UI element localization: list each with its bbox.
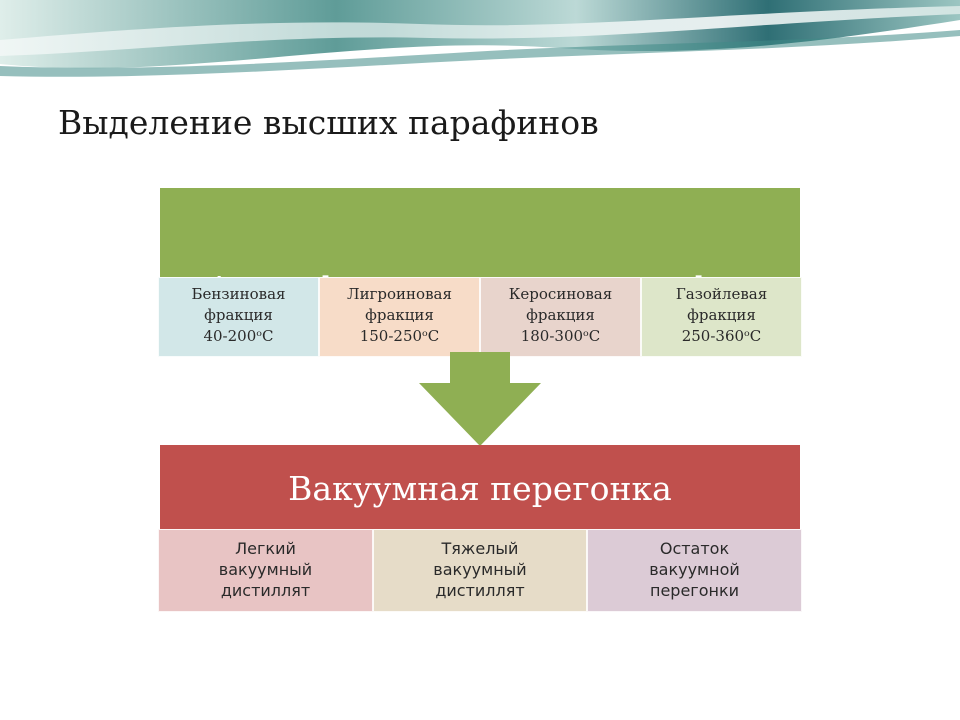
fraction-range: 250-360ᵒС [681, 327, 762, 345]
product-line: вакуумной [649, 560, 740, 579]
vacuum-distillation-label: Вакуумная перегонка [288, 469, 672, 508]
fraction-cell-ligroin: Лигроиновая фракция 150-250ᵒС [319, 277, 480, 357]
vacuum-distillation-box: Вакуумная перегонка [160, 445, 800, 533]
down-arrow-icon [419, 352, 541, 446]
vacuum-product-row: Легкий вакуумный дистиллят Тяжелый вакуу… [158, 529, 802, 612]
fraction-word: фракция [526, 306, 595, 324]
header-wave-decoration [0, 0, 960, 80]
down-arrow-shape [419, 352, 541, 446]
product-line: дистиллят [220, 581, 311, 600]
fraction-cell-gasoil: Газойлевая фракция 250-360ᵒС [641, 277, 802, 357]
product-line: вакуумный [218, 560, 313, 579]
fraction-word: фракция [687, 306, 756, 324]
product-cell-vacuum-residue: Остаток вакуумной перегонки [587, 529, 802, 612]
fraction-range: 150-250ᵒС [359, 327, 440, 345]
product-line: Легкий [235, 539, 296, 558]
fraction-name: Керосиновая [508, 285, 613, 303]
slide-title: Выделение высших парафинов [58, 103, 599, 142]
product-line: Тяжелый [441, 539, 519, 558]
fraction-cell-gasoline: Бензиновая фракция 40-200ᵒС [158, 277, 319, 357]
fraction-word: фракция [365, 306, 434, 324]
product-line: перегонки [649, 581, 740, 600]
fraction-range: 180-300ᵒС [520, 327, 601, 345]
fraction-cell-kerosene: Керосиновая фракция 180-300ᵒС [480, 277, 641, 357]
product-cell-heavy-distillate: Тяжелый вакуумный дистиллят [373, 529, 587, 612]
product-cell-light-distillate: Легкий вакуумный дистиллят [158, 529, 373, 612]
fraction-word: фракция [204, 306, 273, 324]
fraction-name: Бензиновая [191, 285, 286, 303]
product-line: Остаток [659, 539, 730, 558]
fraction-row: Бензиновая фракция 40-200ᵒС Лигроиновая … [158, 277, 802, 357]
fraction-name: Газойлевая [675, 285, 768, 303]
fraction-name: Лигроиновая [347, 285, 452, 303]
product-line: вакуумный [433, 560, 527, 579]
fraction-range: 40-200ᵒС [203, 327, 274, 345]
product-line: дистиллят [435, 581, 525, 600]
